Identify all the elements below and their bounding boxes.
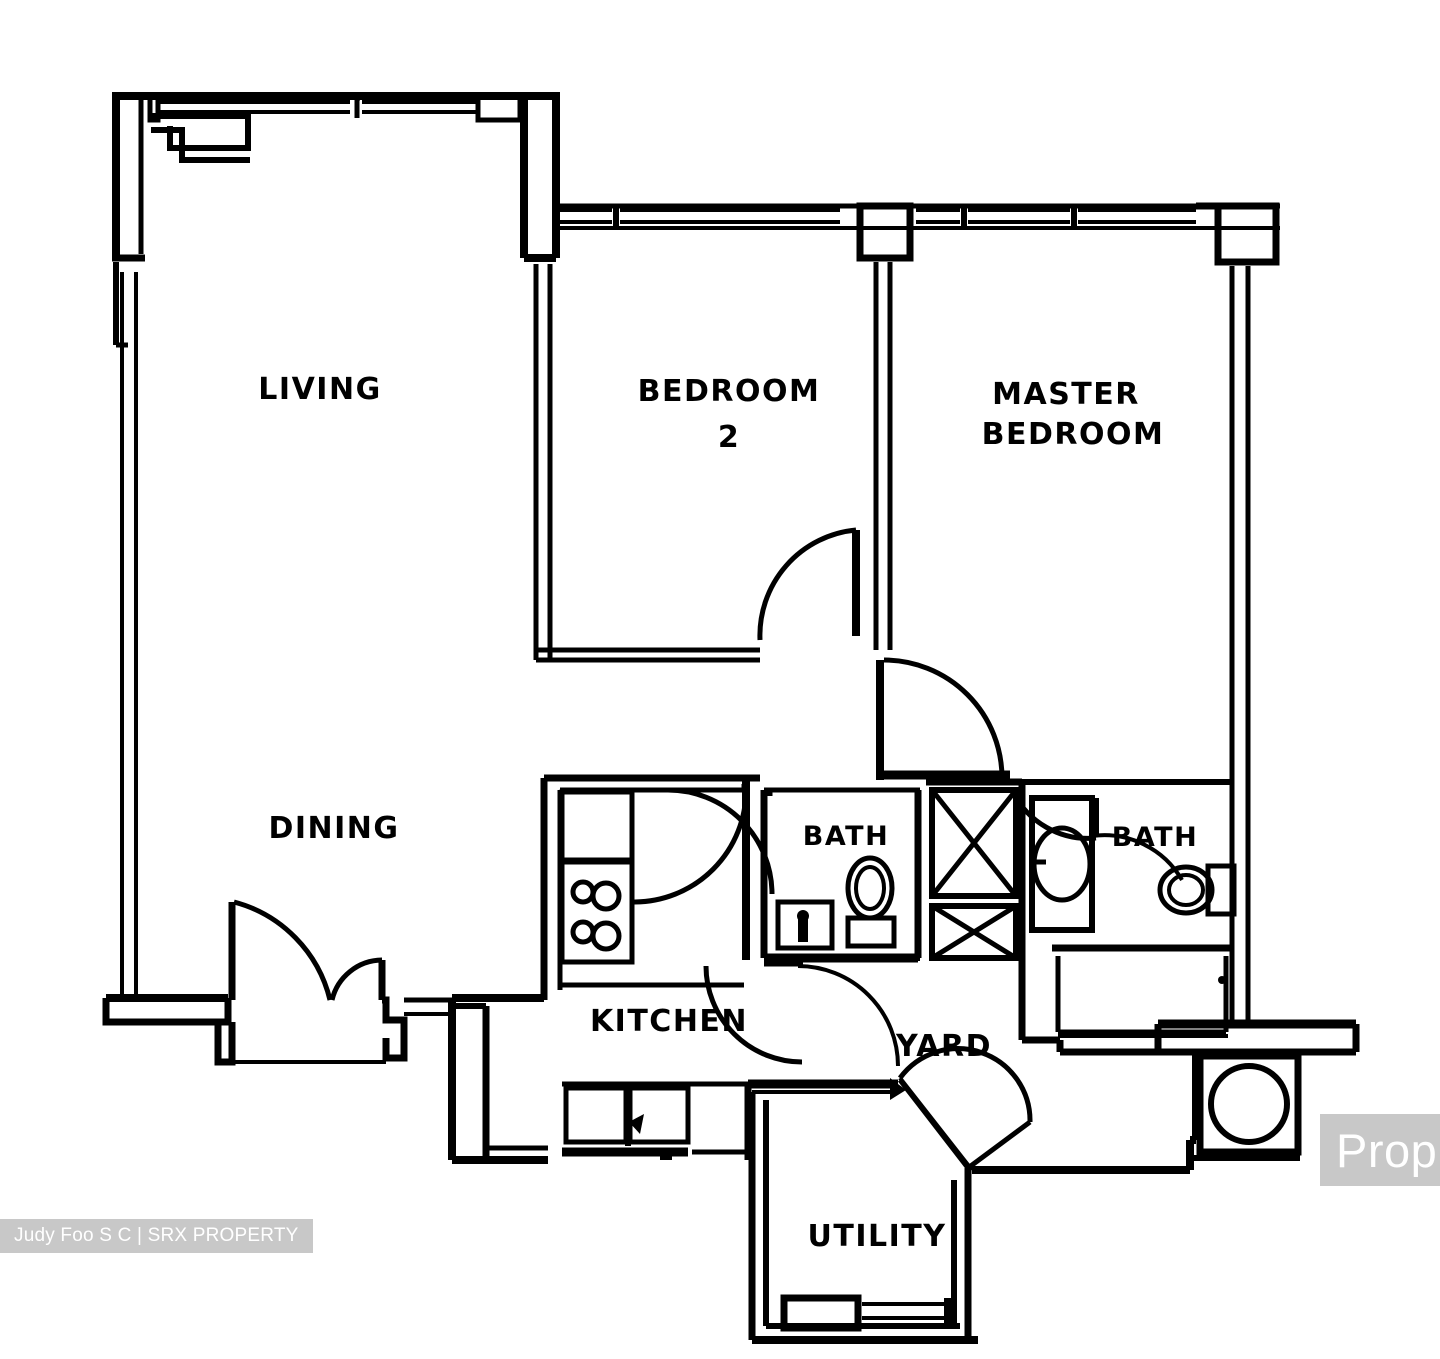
service-block-walls (540, 774, 768, 1000)
room-label-yard: YARD (895, 1029, 992, 1064)
room-label-bedroom2-number: 2 (718, 420, 740, 455)
room-label-living: LIVING (258, 372, 381, 407)
living-dining-walls (112, 92, 760, 1000)
bedroom2-door-swing (757, 527, 860, 641)
room-label-bath-2: BATH (1112, 822, 1198, 853)
room-label-kitchen: KITCHEN (590, 1004, 748, 1039)
washing-machine-alcove (1154, 1000, 1360, 1161)
bath2-fixtures (1009, 779, 1237, 1044)
room-label-bath-1: BATH (803, 821, 889, 852)
bedroom-top-walls (556, 202, 1280, 1000)
storage-shaft-boxes (926, 778, 1022, 961)
room-label-master-line1: MASTER (992, 377, 1140, 412)
utility-walls (748, 1092, 978, 1344)
watermark-srx-property-right: Prop (1320, 1114, 1440, 1186)
master-door-swing (876, 657, 1010, 780)
room-label-bedroom2: BEDROOM (638, 374, 821, 409)
room-labels: LIVING DINING BEDROOM 2 MASTER BEDROOM B… (258, 372, 1198, 1254)
room-label-utility: UTILITY (808, 1219, 947, 1254)
watermark-agent-credit: Judy Foo S C | SRX PROPERTY (0, 1219, 313, 1253)
kitchen-dining-walls (448, 994, 548, 1164)
kitchen-fixtures (559, 789, 748, 1160)
room-label-master-line2: BEDROOM (982, 417, 1165, 452)
room-label-dining: DINING (268, 811, 399, 846)
entry-door (102, 899, 452, 1066)
